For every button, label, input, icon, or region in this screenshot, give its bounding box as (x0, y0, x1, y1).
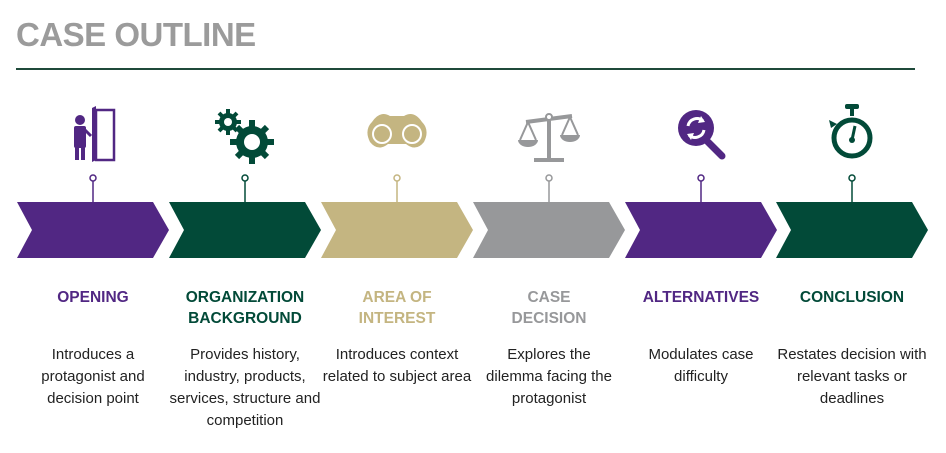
person-door-icon (74, 106, 116, 162)
connector-pin (697, 174, 705, 204)
chevron-arrow (625, 202, 777, 258)
connector-pin (545, 174, 553, 204)
page-title: CASE OUTLINE (16, 16, 256, 53)
title-divider (16, 68, 915, 70)
gears-icon (215, 109, 274, 164)
connector-pin (848, 174, 856, 204)
step-label: OPENING (57, 289, 129, 306)
step-description: Explores the dilemma facing the protagon… (486, 346, 612, 407)
step-label: ALTERNATIVES (642, 289, 760, 306)
step-description: Provides history, industry, products, se… (169, 346, 321, 429)
step-label: AREA OF INTEREST (358, 289, 436, 327)
step-alternatives: ALTERNATIVES Modulates case difficulty (625, 0, 777, 453)
step-description: Modulates case difficulty (648, 346, 754, 385)
step-description: Introduces context related to subject ar… (322, 346, 472, 385)
chevron-arrow (169, 202, 321, 258)
step-label: CASE DECISION (511, 289, 587, 327)
step-label: CONCLUSION (799, 289, 905, 306)
step-organization-background: ORGANIZATION BACKGROUND Provides history… (169, 0, 321, 453)
step-opening: OPENING Introduces a protagonist and dec… (17, 0, 169, 453)
chevron-arrow (776, 202, 928, 258)
step-case-decision: CASE DECISION Explores the dilemma facin… (473, 0, 625, 453)
binoculars-icon (367, 114, 427, 148)
chevron-arrow (17, 202, 169, 258)
magnifier-refresh-icon (678, 110, 726, 160)
step-description: Introduces a protagonist and decision po… (41, 346, 145, 407)
step-description: Restates decision with relevant tasks or… (777, 346, 927, 407)
chevron-arrow (473, 202, 625, 258)
connector-pin (89, 174, 97, 204)
step-label: ORGANIZATION BACKGROUND (185, 289, 305, 327)
connector-pin (241, 174, 249, 204)
stopwatch-icon (829, 104, 873, 159)
step-area-of-interest: AREA OF INTEREST Introduces context rela… (321, 0, 473, 453)
step-conclusion: CONCLUSION Restates decision with releva… (776, 0, 928, 453)
chevron-arrow (321, 202, 473, 258)
scales-icon (518, 113, 580, 162)
connector-pin (393, 174, 401, 204)
